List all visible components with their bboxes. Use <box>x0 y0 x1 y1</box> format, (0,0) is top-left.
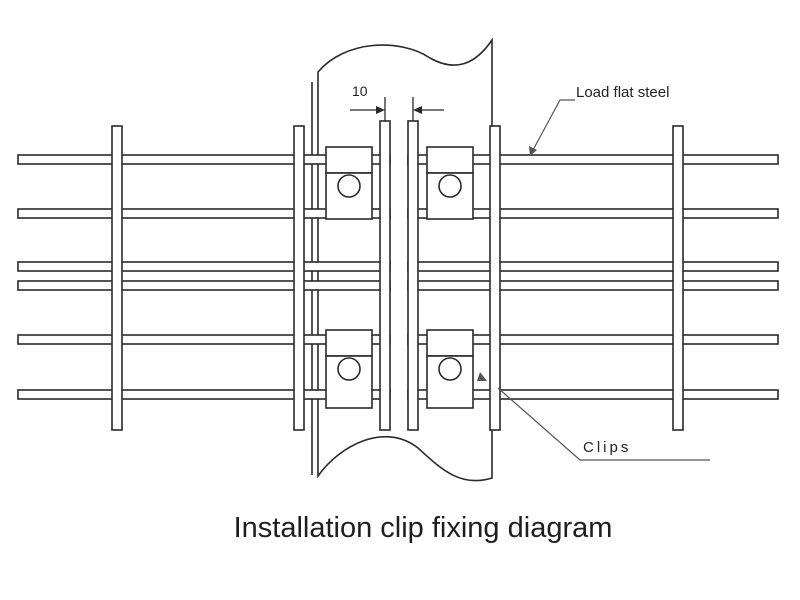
clip <box>325 329 373 409</box>
support-beam <box>317 37 493 482</box>
diagram-caption: Installation clip fixing diagram <box>233 512 613 544</box>
panel-edge-bar <box>379 120 391 431</box>
clip <box>426 146 474 220</box>
gap-dimension-label: 10 <box>352 83 368 99</box>
panel-edge-bar <box>407 120 419 431</box>
left-grating-panel <box>17 120 391 431</box>
load-bar <box>17 280 391 291</box>
clips-leader <box>477 372 710 461</box>
right-grating-panel <box>407 120 779 431</box>
cross-bar <box>672 125 684 431</box>
cross-bar <box>293 125 305 431</box>
load-bar <box>407 280 779 291</box>
cross-bar <box>489 125 501 431</box>
load-bar <box>17 261 391 272</box>
clip <box>325 146 373 220</box>
load-bar <box>407 261 779 272</box>
clip <box>426 329 474 409</box>
load-flat-steel-leader <box>529 99 575 156</box>
clips-label: Clips <box>583 439 631 456</box>
gap-dimension <box>350 97 444 121</box>
cross-bar <box>111 125 123 431</box>
load-flat-steel-label: Load flat steel <box>576 84 669 101</box>
